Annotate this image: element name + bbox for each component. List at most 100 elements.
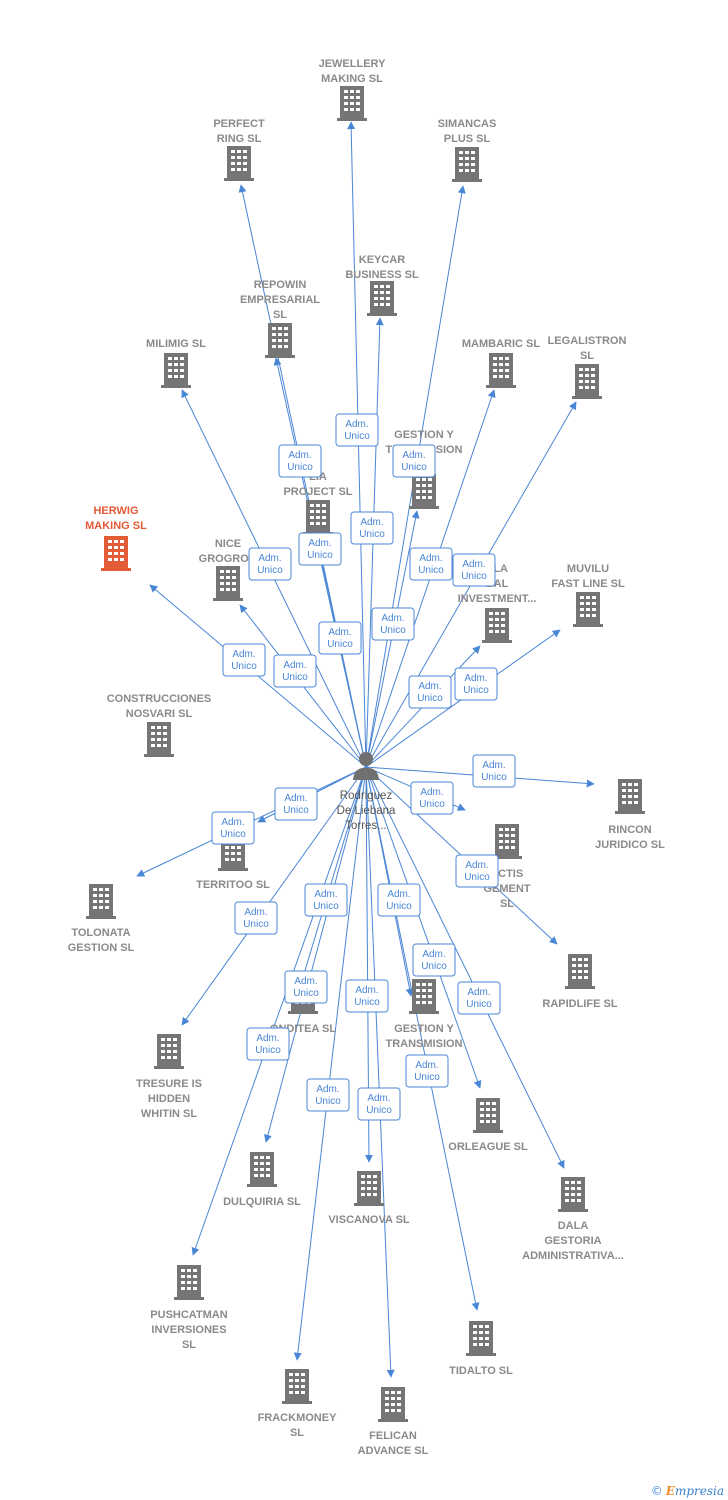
edge-label-lia-project[interactable]: Adm.Unico [318,621,362,655]
edge-label-rapidlife[interactable]: Adm.Unico [455,854,499,888]
company-node-milimig[interactable]: MILIMIG SL [146,338,206,388]
edge-label-frackmoney[interactable]: Adm.Unico [306,1078,350,1112]
edge-label-muvilu-fast-line[interactable]: Adm.Unico [454,667,498,701]
company-node-dala-gestoria[interactable]: DALAGESTORIAADMINISTRATIVA... [522,1177,624,1262]
edge-label-ectis-gement[interactable]: Adm.Unico [410,781,454,815]
company-node-dulquiria[interactable]: DULQUIRIA SL [223,1152,301,1208]
edge-label-box [410,781,454,815]
edge-label-tolonata-gestion[interactable]: Adm.Unico [211,811,255,845]
edge-label-text: Adm. [415,1060,438,1071]
edge-label-keycar-business[interactable]: Adm.Unico [350,511,394,545]
edge-label-repowin-empresarial[interactable]: Adm.Unico [298,532,342,566]
edge-label-construcciones-nosvari[interactable]: Adm.Unico [222,643,266,677]
edge-label-dala-gestoria[interactable]: Adm.Unico [457,981,501,1015]
company-name: GESTION Y [394,1023,454,1035]
company-name: ADMINISTRATIVA... [522,1250,624,1262]
edge-label-tidalto[interactable]: Adm.Unico [405,1054,449,1088]
building-icon [224,146,254,181]
building-icon [573,592,603,627]
company-name: ORLEAGUE SL [448,1141,528,1153]
person-name: Torres... [345,820,387,832]
company-name: DALA [558,1220,589,1232]
building-icon [565,954,595,989]
edge-tresure-is-hidden [181,766,367,1026]
edge-label-text: Unico [386,901,412,912]
edge-label-text: Unico [283,805,309,816]
building-icon [473,1098,503,1133]
edge-label-rincon-juridico[interactable]: Adm.Unico [472,754,516,788]
edge-label-gestion-transmision-top[interactable]: Adm.Unico [371,607,415,641]
edge-label-jewellery-making[interactable]: Adm.Unico [335,413,379,447]
company-node-gestion-transmision-bottom[interactable]: GESTION YTRANSMISIONDE... [386,979,463,1065]
edge-label-text: Adm. [314,889,337,900]
building-icon [354,1171,384,1206]
edge-label-box [408,675,452,709]
company-node-viscanova[interactable]: VISCANOVA SL [328,1171,410,1226]
edge-label-dulquiria[interactable]: Adm.Unico [284,970,328,1004]
edge-label-territoo[interactable]: Adm.Unico [274,787,318,821]
edge-label-nice-grogrog[interactable]: Adm.Unico [273,654,317,688]
edge-label-text: Adm. [387,889,410,900]
edge-label-text: Adm. [467,987,490,998]
edge-label-gestion-transmision-bottom[interactable]: Adm.Unico [377,883,421,917]
brand-name: mpresia [674,1484,724,1498]
edge-label-orleague[interactable]: Adm.Unico [412,943,456,977]
edge-label-text: Unico [419,799,445,810]
edge-label-text: Adm. [328,627,351,638]
edge-label-milimig[interactable]: Adm.Unico [248,547,292,581]
company-name: PLUS SL [444,133,491,145]
edge-label-text: Adm. [402,450,425,461]
edge-label-mambaric[interactable]: Adm.Unico [409,547,453,581]
edge-label-felican-advance[interactable]: Adm.Unico [357,1087,401,1121]
company-name: PERFECT [213,118,265,130]
edge-label-box [405,1054,449,1088]
edge-label-text: Unico [257,565,283,576]
company-node-territoo[interactable]: TERRITOO SL [196,836,270,891]
edge-label-legalistron[interactable]: Adm.Unico [452,553,496,587]
edge-label-simancas-plus[interactable]: Adm.Unico [392,444,436,478]
company-name: HIDDEN [148,1093,190,1105]
company-node-orleague[interactable]: ORLEAGUE SL [448,1098,528,1153]
edge-label-perfect-ring[interactable]: Adm.Unico [278,444,322,478]
company-name: ADVANCE SL [358,1445,429,1457]
edge-label-tresure-is-hidden[interactable]: Adm.Unico [304,883,348,917]
empresia-logo[interactable]: ©Empresia [651,1484,724,1498]
edge-label-onditea[interactable]: Adm.Unico [234,901,278,935]
building-icon [572,364,602,399]
edge-label-text: Adm. [465,860,488,871]
edge-label-viscanova[interactable]: Adm.Unico [345,979,389,1013]
edge-label-box [454,667,498,701]
company-name: SL [182,1339,196,1351]
company-node-rapidlife[interactable]: RAPIDLIFE SL [542,954,618,1010]
edge-label-box [345,979,389,1013]
building-icon [409,474,439,509]
edge-label-text: Unico [380,625,406,636]
edge-label-box [455,854,499,888]
edge-label-pushcatman-inversiones[interactable]: Adm.Unico [246,1027,290,1061]
edge-label-ela-bal-investment[interactable]: Adm.Unico [408,675,452,709]
company-node-lia-project[interactable]: LIAPROJECT SL [283,471,353,535]
company-node-mambaric[interactable]: MAMBARIC SL [462,338,540,388]
edge-labels-layer: Adm.UnicoAdm.UnicoAdm.UnicoAdm.UnicoAdm.… [211,413,516,1121]
company-node-tidalto[interactable]: TIDALTO SL [449,1321,513,1377]
